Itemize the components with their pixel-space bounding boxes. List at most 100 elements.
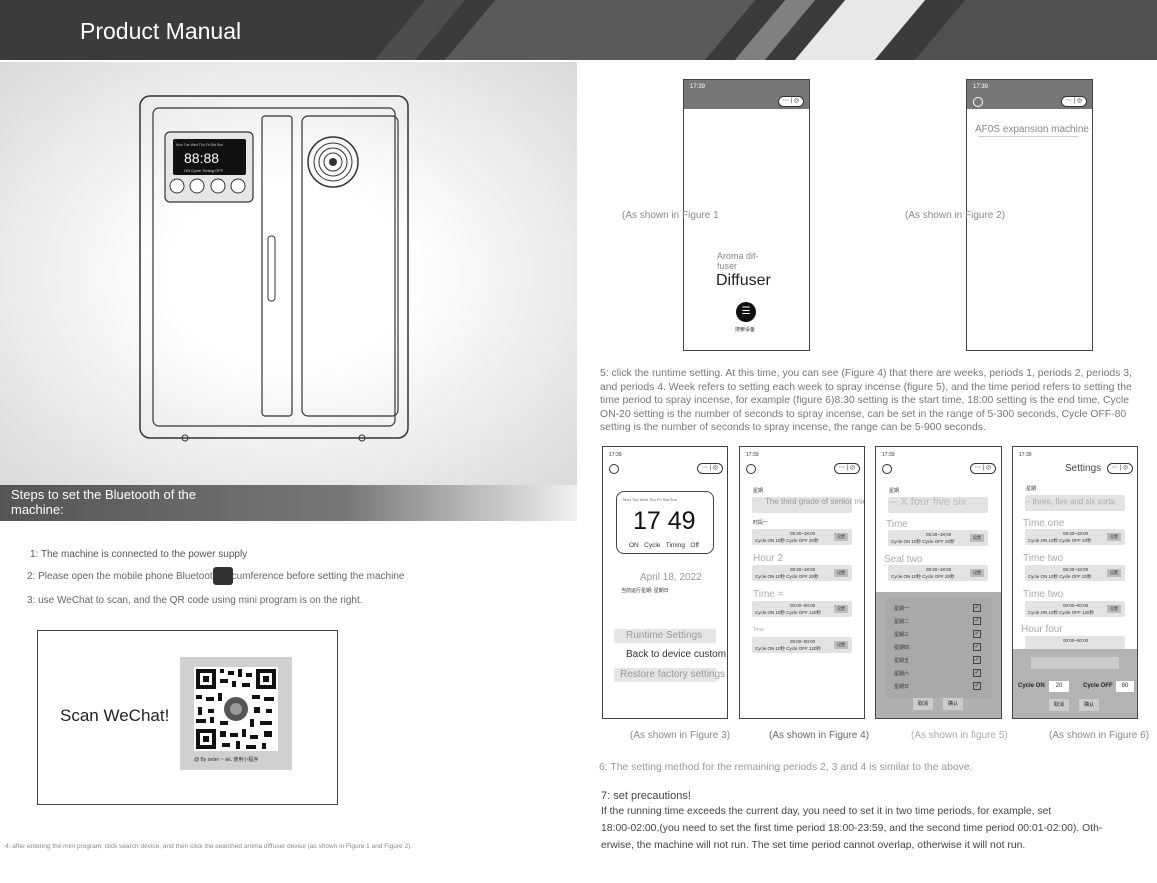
day-checkbox-icon[interactable]: ✓ — [973, 630, 981, 638]
week-label: 星期 — [1026, 486, 1037, 492]
precautions-line-1: If the running time exceeds the current … — [601, 806, 1052, 817]
period-1-card[interactable]: 08:30~18:00 Cycle ON 10秒 Cycle OFF 20秒 设… — [1025, 529, 1125, 545]
figure-3-phone: 17:39 ⋯ | ◎ Mon Tue Wed Thu Fri Sat Sun … — [602, 446, 728, 719]
hour-2-label: Hour 2 — [753, 553, 784, 564]
period-1-label: 时段一 — [753, 520, 769, 526]
day-checkbox-icon[interactable]: ✓ — [973, 656, 981, 664]
mini-program-capsule[interactable]: ⋯ | ◎ — [697, 463, 723, 474]
mini-program-capsule[interactable]: ⋯ | ◎ — [1061, 96, 1087, 107]
day-checkbox-icon[interactable]: ✓ — [973, 669, 981, 677]
date-label: April 18, 2022 — [640, 572, 702, 583]
runtime-settings-button[interactable]: Runtime Settings — [614, 629, 716, 643]
day-option-label: 星期一 — [894, 606, 910, 612]
cycle-on-input[interactable]: 20 — [1049, 681, 1069, 692]
steps-heading-bar: Steps to set the Bluetooth of the machin… — [0, 485, 577, 521]
week-card[interactable] — [752, 497, 852, 513]
figure-4-phone: 17:39 ⋯ | ◎ 星期 The third grade of senior… — [739, 446, 865, 719]
precautions-heading: 7: set precautions! — [601, 790, 691, 802]
period-1-card[interactable]: 08:30~18:00 Cycle ON 10秒 Cycle OFF 20秒 设… — [752, 529, 852, 545]
mini-program-capsule[interactable]: ⋯ | ◎ — [834, 463, 860, 474]
clock-labels: ON Cycle Timing Off — [629, 542, 699, 549]
display-digits: 88:88 — [184, 150, 220, 166]
day-option-label: 星期六 — [894, 671, 910, 677]
period-4-card[interactable]: 00:00~00:00 — [1025, 636, 1125, 652]
cancel-button[interactable]: 取消 — [913, 698, 933, 710]
display-mode-labels: ON Cycle Timing OFF — [184, 168, 224, 173]
cancel-button[interactable]: 取消 — [1049, 699, 1069, 711]
mini-program-capsule[interactable]: ⋯ | ◎ — [1107, 463, 1133, 474]
precautions-line-3: erwise, the machine will not run. The se… — [601, 840, 1026, 851]
time-label: Time — [886, 519, 908, 530]
time-eq-label: Time = — [753, 589, 784, 600]
set-button[interactable]: 设置 — [834, 569, 848, 577]
bluetooth-icon — [213, 567, 233, 585]
status-time: 17:39 — [609, 452, 622, 458]
set-button[interactable]: 设置 — [970, 569, 984, 577]
period-2-card[interactable]: 08:30~18:00 Cycle ON 10秒 Cycle OFF 20秒 设… — [1025, 565, 1125, 581]
figure-1-caption: (As shown in Figure 1 — [622, 210, 719, 221]
home-icon[interactable] — [609, 464, 619, 474]
day-checkbox-icon[interactable]: ✓ — [973, 617, 981, 625]
status-time: 17:39 — [973, 84, 989, 90]
aroma-small-label: Aroma dif- fuser — [717, 251, 759, 271]
day-option-label: 星期日 — [894, 684, 910, 690]
week-card[interactable] — [888, 497, 988, 513]
qr-code-icon — [180, 657, 292, 770]
period-3-card[interactable]: 00:00~00:00 Cycle ON 10秒 Cycle OFF 120秒 … — [1025, 601, 1125, 617]
mini-program-capsule[interactable]: ⋯ | ◎ — [970, 463, 996, 474]
restore-factory-button[interactable]: Restore factory settings — [614, 668, 725, 682]
period-2-card[interactable]: 08:30~18:00 Cycle ON 10秒 Cycle OFF 20秒 设… — [752, 565, 852, 581]
figure-4-caption: (As shown in Figure 4) — [769, 730, 870, 741]
set-button[interactable]: 设置 — [1107, 533, 1121, 541]
figure-6-caption: (As shown in Figure 6) — [1049, 730, 1150, 741]
home-icon[interactable] — [746, 464, 756, 474]
cycle-on-label: Cycle ON — [1018, 683, 1045, 689]
set-button[interactable]: 设置 — [834, 641, 848, 649]
mini-program-capsule[interactable]: ⋯ | ◎ — [778, 96, 804, 107]
home-icon[interactable] — [882, 464, 892, 474]
page-header — [0, 0, 1157, 60]
confirm-button[interactable]: 确认 — [943, 698, 963, 710]
week-label: 星期 — [889, 488, 900, 494]
set-button[interactable]: 设置 — [970, 534, 984, 542]
device-illustration — [0, 62, 577, 486]
week-overlay-text: The third grade of senior middle school … — [765, 497, 864, 506]
status-time: 17:39 — [1019, 452, 1032, 458]
seal-two-label: Seal two — [884, 554, 923, 565]
period-4-card[interactable]: 00:00~00:00 Cycle ON 10秒 Cycle OFF 120秒 … — [752, 637, 852, 653]
figure-2-phone: 17:39 ⋯ | ◎ AF0S expansion machine — [966, 79, 1093, 351]
display-day-labels: Mon Tue Wed Thu Fri Sat Sun — [176, 143, 224, 147]
week-selection-text: -- X four five six — [890, 496, 967, 508]
home-icon[interactable] — [973, 97, 983, 107]
set-button[interactable]: 设置 — [834, 605, 848, 613]
set-button[interactable]: 设置 — [834, 533, 848, 541]
set-button[interactable]: 设置 — [1107, 569, 1121, 577]
week-label: 星期 — [753, 488, 764, 494]
figure-3-caption: (As shown in Figure 3) — [630, 730, 731, 741]
period-2-card[interactable]: 08:30~18:00 Cycle ON 10秒 Cycle OFF 20秒 设… — [888, 565, 988, 581]
day-checkbox-icon[interactable]: ✓ — [973, 682, 981, 690]
set-button[interactable]: 设置 — [1107, 605, 1121, 613]
time-4-label: Time — [753, 627, 764, 633]
confirm-button[interactable]: 确认 — [1079, 699, 1099, 711]
week-card[interactable] — [1025, 495, 1125, 511]
figure-6-phone: 17:39 Settings ⋯ | ◎ 星期 -- three, five a… — [1012, 446, 1138, 719]
cycle-off-input[interactable]: 80 — [1116, 681, 1134, 692]
clock-days: Mon Tue Wed Thu Fri Sat Sun — [623, 497, 677, 502]
day-checkbox-icon[interactable]: ✓ — [973, 643, 981, 651]
cycle-off-label: Cycle OFF — [1083, 683, 1113, 689]
day-checkbox-icon[interactable]: ✓ — [973, 604, 981, 612]
status-time: 17:39 — [746, 452, 759, 458]
precautions-line-2: 18:00-02:00,(you need to set the first t… — [601, 823, 1103, 834]
figure-2-caption: (As shown in Figure 2) — [905, 210, 1006, 221]
figure-5-caption: (As shown in figure 5) — [911, 730, 1008, 741]
time-two-b-label: Time two — [1023, 589, 1064, 600]
qr-card: Scan WeChat! @ By order ~ ⊕L 使用小程序 — [37, 630, 338, 805]
period-1-card[interactable]: 08:30~18:00 Cycle ON 10秒 Cycle OFF 20秒 设… — [888, 530, 988, 546]
custom-naming-button[interactable]: Back to device custom naming — [626, 649, 727, 660]
machine-list-item[interactable]: AF0S expansion machine — [975, 124, 1089, 135]
search-device-icon[interactable]: ☰ — [736, 302, 756, 322]
period-3-card[interactable]: 00:00~00:00 Cycle ON 10秒 Cycle OFF 120秒 … — [752, 601, 852, 617]
hour-four-label: Hour four — [1021, 624, 1063, 635]
qr-code-image[interactable]: @ By order ~ ⊕L 使用小程序 — [180, 657, 292, 770]
